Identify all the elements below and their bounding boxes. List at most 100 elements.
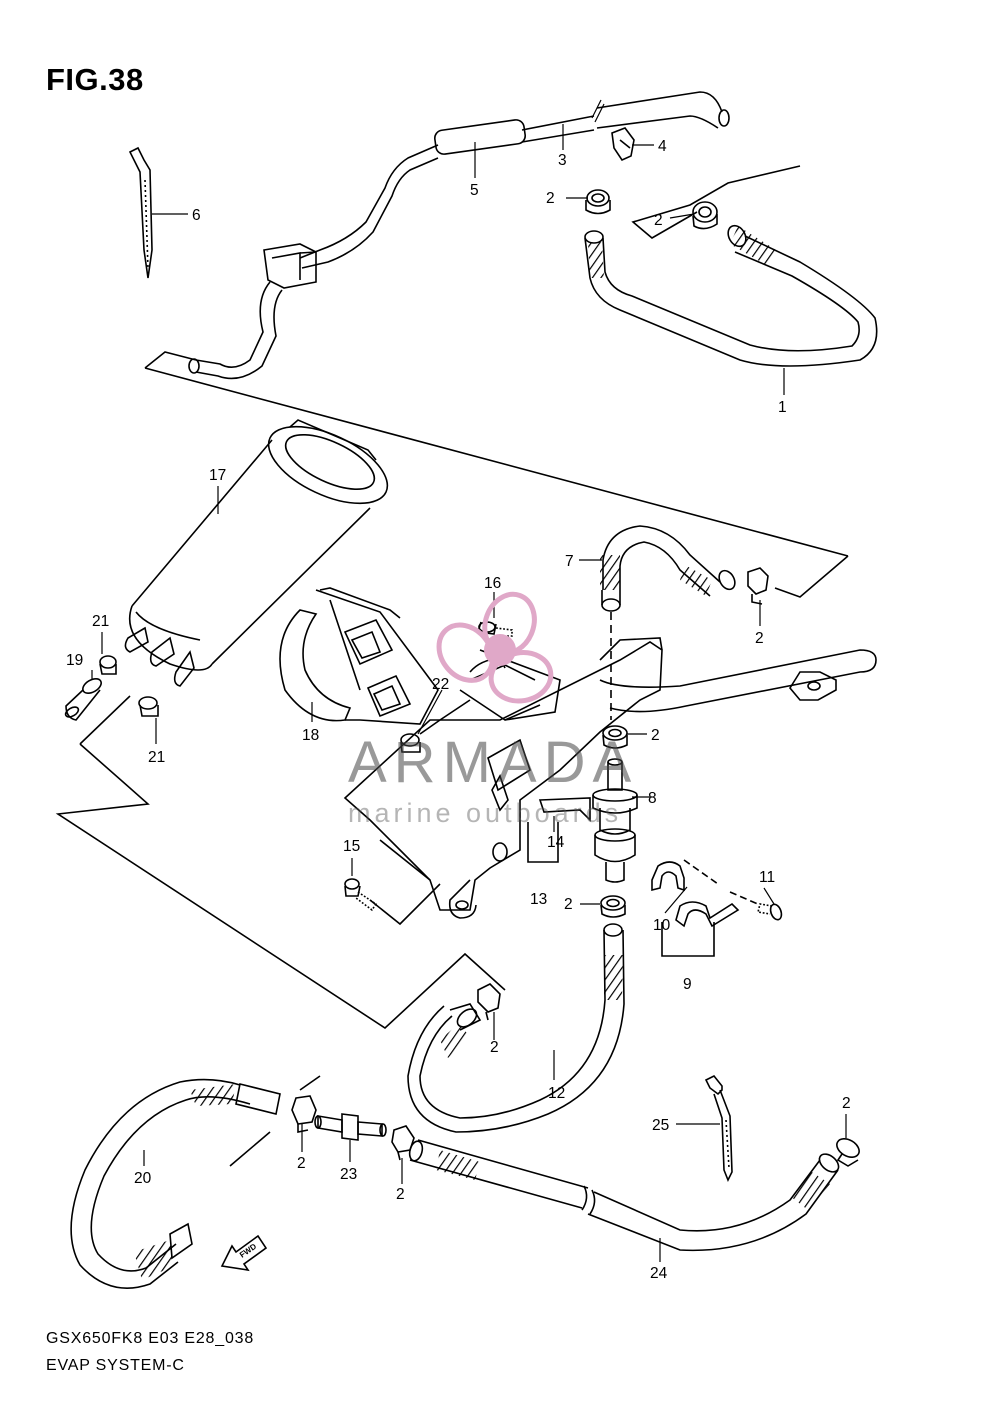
- bracket-group-13: [527, 822, 559, 863]
- hose-20-spring-bottom: [134, 1240, 174, 1280]
- callout-15: 15: [343, 838, 360, 855]
- bracket-13-sub: [487, 738, 531, 862]
- clamp-21-upper: [99, 655, 117, 675]
- callout-20: 20: [134, 1170, 152, 1187]
- hose-12-spring-top: [604, 955, 623, 1000]
- hose-24-break: [581, 1185, 596, 1215]
- callout-6: 6: [192, 207, 201, 224]
- callout-numbers: 1 2 2 2 2 2 2 2 2 2 3 4 5 6 7 8 9 10 11 …: [66, 138, 851, 1282]
- callout-2: 2: [546, 190, 555, 207]
- hose-3-join: [521, 115, 595, 143]
- valve-8: [592, 758, 638, 883]
- canister-17-cap: [284, 433, 376, 491]
- forward-direction-arrow: FWD: [220, 1234, 268, 1272]
- hose-3: [596, 91, 723, 129]
- callout-14: 14: [547, 834, 565, 851]
- hose-5-grommet: [263, 243, 317, 289]
- hose-clamp-2-left-bottom: [291, 1095, 317, 1133]
- middle-section-outline: [774, 555, 849, 598]
- callout-17: 17: [209, 467, 226, 484]
- clamp-22: [400, 733, 421, 753]
- hose-7-end-bottom: [601, 598, 621, 612]
- hose-12: [407, 929, 625, 1133]
- hose-1-spring-left: [588, 242, 604, 278]
- hose-5-sleeve: [434, 119, 526, 155]
- callout-1: 1: [778, 399, 787, 416]
- callout-21: 21: [92, 613, 109, 630]
- callout-19: 19: [66, 652, 83, 669]
- hose-7-spring-right: [680, 565, 712, 596]
- callout-16: 16: [484, 575, 501, 592]
- propeller-logo: [436, 591, 554, 704]
- callout-9: 9: [683, 976, 692, 993]
- canister-17-nozzles: [124, 626, 195, 687]
- cable-tie-25: [704, 1074, 733, 1182]
- hose-clamp-2-lower: [600, 895, 626, 918]
- callout-2: 2: [654, 212, 663, 229]
- watermark: ARMADA marine outboards: [348, 591, 631, 828]
- hose-clamp-2-top-left: [585, 189, 611, 215]
- canister-17-rim: [289, 419, 377, 461]
- hose-clamp-2-top-right: [692, 201, 718, 230]
- hose-5-tail: [195, 281, 283, 380]
- canister-17-top: [267, 425, 389, 505]
- canister-17-base: [128, 605, 213, 671]
- hose-20-end-right: [235, 1083, 281, 1115]
- callout-2: 2: [564, 896, 573, 913]
- canister-17-base-line: [135, 611, 201, 641]
- hose-clamp-2-mid-top: [747, 567, 769, 605]
- callout-23: 23: [340, 1166, 357, 1183]
- lower-section-outline: [55, 695, 506, 1091]
- joint-23: [314, 1113, 387, 1141]
- leader-lines: [91, 124, 847, 1262]
- canister-assembly: [64, 419, 877, 957]
- callout-11: 11: [759, 869, 775, 886]
- bracket-13: [343, 641, 663, 919]
- callout-22: 22: [432, 676, 449, 693]
- bolt-11: [757, 903, 783, 921]
- top-section-outline: [631, 165, 801, 239]
- hose-12-spring-left: [440, 1024, 470, 1058]
- canister-17-body: [131, 439, 371, 665]
- frame-pipe-end: [789, 671, 837, 701]
- callout-25: 25: [652, 1117, 669, 1134]
- hose-clamp-2-mid: [602, 725, 628, 749]
- cable-tie-6: [128, 146, 153, 279]
- cap-19: [64, 677, 102, 721]
- hose-20-end-bottom: [169, 1222, 193, 1260]
- model-code-label: GSX650FK8 E03 E28_038: [46, 1330, 255, 1347]
- hose-24-end-left: [408, 1140, 424, 1162]
- frame-pipe: [599, 649, 877, 713]
- callout-8: 8: [648, 790, 657, 807]
- hose-7: [602, 525, 721, 597]
- hose-7-end-right: [718, 569, 736, 591]
- top-hose-assembly: [128, 91, 878, 557]
- bracket-14: [538, 797, 591, 822]
- hose-clamp-2-far-right: [836, 1138, 860, 1167]
- hose-24-spring-left: [436, 1150, 480, 1180]
- canister-holder-18: [279, 587, 439, 725]
- section-name-label: EVAP SYSTEM-C: [46, 1357, 185, 1374]
- hose-1-end-left: [584, 230, 604, 244]
- callout-2: 2: [490, 1039, 499, 1056]
- hose-24-end-right: [818, 1153, 840, 1173]
- hose-5: [299, 144, 439, 269]
- watermark-tagline: marine outboards: [348, 798, 622, 828]
- hose-1: [584, 235, 878, 367]
- bracket-10: [651, 859, 761, 928]
- frame-pipe-bracket: [599, 637, 663, 661]
- figure-title: FIG.38: [46, 62, 144, 97]
- callout-12: 12: [548, 1085, 565, 1102]
- callout-2: 2: [842, 1095, 851, 1112]
- hose-20-spring-right: [190, 1084, 236, 1106]
- bracket-group-9: [661, 922, 715, 957]
- callout-3: 3: [558, 152, 567, 169]
- hose-24: [409, 1139, 589, 1209]
- hose-clamp-2-hose12: [477, 983, 501, 1021]
- hose-20-leader-line: [229, 1131, 271, 1167]
- hose-3-end: [718, 109, 730, 127]
- callout-18: 18: [302, 727, 319, 744]
- hose-7-spring-left: [600, 555, 620, 590]
